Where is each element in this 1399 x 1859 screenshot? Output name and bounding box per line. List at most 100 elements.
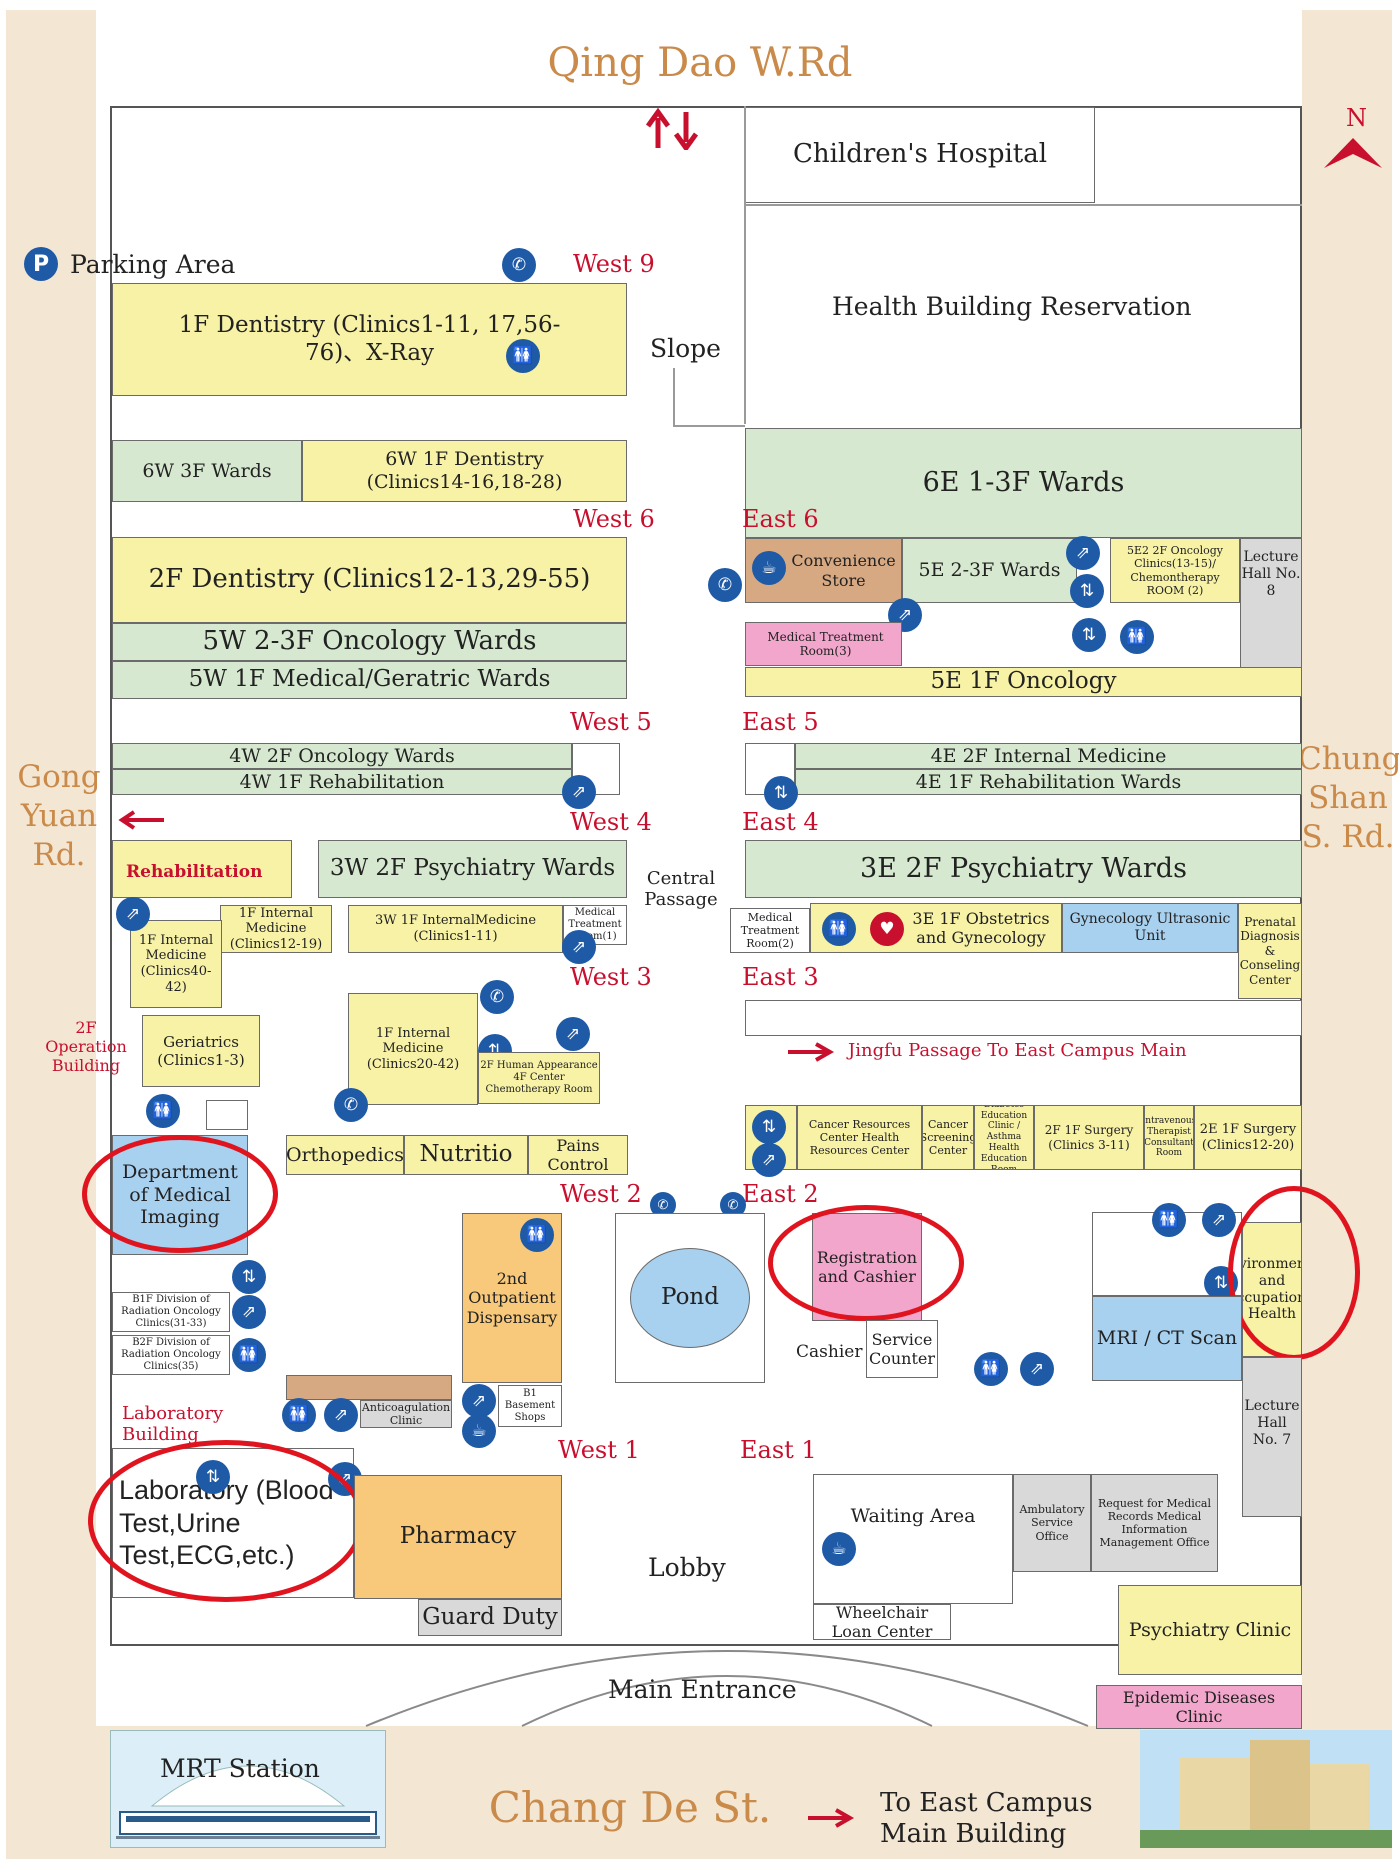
ward-5e-2-3f: 5E 2-3F Wards: [902, 538, 1077, 603]
gate-east-2: East 2: [742, 1180, 819, 1208]
internal-medicine-40-42: 1F Internal Medicine (Clinics40-42): [130, 920, 222, 1008]
gate-west-9: West 9: [573, 250, 655, 278]
ward-3w-2f: 3W 2F Psychiatry Wards: [318, 840, 627, 898]
slope-line: [673, 425, 745, 427]
escalator-icon: ⇗: [1066, 536, 1100, 570]
jingfu-arrow-icon: [788, 1042, 835, 1062]
cancer-resources-center: Cancer Resources Center Health Resources…: [797, 1105, 922, 1170]
phone-icon[interactable]: ✆: [502, 248, 536, 282]
escalator-icon: ⇗: [562, 930, 596, 964]
ward-5w-1f: 5W 1F Medical/Geratric Wards: [112, 661, 627, 699]
pond: Pond: [630, 1248, 750, 1348]
gate-east-4: East 4: [742, 808, 819, 836]
escalator-icon: ⇗: [1202, 1203, 1236, 1237]
building-outline: [744, 106, 746, 424]
gate-west-1: West 1: [558, 1436, 640, 1464]
gate-west-6: West 6: [573, 505, 655, 533]
gate-east-5: East 5: [742, 708, 819, 736]
empty-block: [745, 1000, 1302, 1036]
gate-west-2: West 2: [560, 1180, 642, 1208]
to-east-campus-label: To East Campus Main Building: [880, 1788, 1093, 1850]
guard-duty: Guard Duty: [418, 1599, 562, 1636]
medical-records-office: Request for Medical Records Medical Info…: [1091, 1474, 1218, 1572]
restroom-icon: 🚻: [822, 912, 856, 946]
road-west: Gong Yuan Rd.: [17, 759, 101, 873]
building-outline: [744, 204, 1302, 206]
cancer-screening-center: Cancer Screening Center: [922, 1105, 974, 1170]
ward-6w-1f-dentistry: 6W 1F Dentistry (Clinics14-16,18-28): [302, 440, 627, 502]
gate-west-5: West 5: [570, 708, 652, 736]
road-west-band: [6, 10, 96, 1859]
anticoagulation-clinic: Anticoagulation Clinic: [360, 1400, 452, 1428]
oncology-5e-1f: 5E 1F Oncology: [745, 667, 1302, 697]
dentistry-1f: 1F Dentistry (Clinics1-11, 17,56-76)、X-R…: [112, 283, 627, 396]
service-counter[interactable]: Service Counter: [866, 1320, 938, 1378]
west-exit-arrow-icon: [118, 810, 164, 830]
elevator-icon: ⇅: [1072, 618, 1106, 652]
escalator-icon: ⇗: [116, 897, 150, 931]
road-north: Qing Dao W.Rd: [547, 40, 853, 86]
escalator-icon: ⇗: [1020, 1352, 1054, 1386]
gate-east-6: East 6: [742, 505, 819, 533]
epidemic-diseases-clinic: Epidemic Diseases Clinic: [1096, 1685, 1302, 1729]
b1-basement-shops: B1 Basement Shops: [498, 1385, 562, 1427]
phone-icon[interactable]: ✆: [480, 980, 514, 1014]
lecture-hall-7: Lecture Hall No. 7: [1242, 1357, 1302, 1517]
central-passage-label: Central Passage: [644, 868, 718, 910]
highlight-ring-registration: [768, 1205, 964, 1321]
gate-east-1: East 1: [740, 1436, 817, 1464]
rehabilitation-block: [112, 840, 292, 898]
main-entrance-label: Main Entrance: [608, 1675, 797, 1704]
internal-medicine-12-19: 1F Internal Medicine (Clinics12-19): [220, 905, 332, 953]
escalator-icon: ⇗: [324, 1398, 358, 1432]
cashier-label: Cashier: [796, 1342, 863, 1362]
escalator-icon: ⇗: [462, 1384, 496, 1418]
geriatrics: Geriatrics (Clinics1-3): [142, 1015, 260, 1087]
main-entrance-arc: [365, 1650, 1089, 1727]
chemotherapy-room-4f: 2F Human Appearance 4F Center Chemothera…: [478, 1052, 600, 1104]
convenience-store[interactable]: Convenience Store: [745, 538, 902, 603]
childrens-hospital: Children's Hospital: [745, 107, 1095, 203]
ward-3e-2f: 3E 2F Psychiatry Wards: [745, 840, 1302, 898]
road-south: Chang De St.: [488, 1783, 772, 1832]
radiation-oncology-b1f: B1F Division of Radiation Oncology Clini…: [112, 1292, 230, 1332]
escalator-icon: ⇗: [562, 775, 596, 809]
restroom-icon: 🚻: [506, 339, 540, 373]
internal-medicine-20-42: 1F Internal Medicine (Clinics20-42): [348, 993, 478, 1105]
road-east: Chung Shan S. Rd.: [1298, 741, 1399, 855]
restroom-icon: 🚻: [282, 1398, 316, 1432]
prenatal-diagnosis-center: Prenatal Diagnosis & Conseling Center: [1238, 903, 1302, 999]
radiation-oncology-b2f: B2F Division of Radiation Oncology Clini…: [112, 1335, 230, 1375]
gate-west-3: West 3: [570, 963, 652, 991]
operation-building-label: 2F Operation Building: [45, 1018, 127, 1075]
mri-ct-scan[interactable]: MRI / CT Scan: [1092, 1296, 1242, 1381]
pains-control: Pains Control: [528, 1135, 628, 1175]
ward-4e-1f: 4E 1F Rehabilitation Wards: [795, 769, 1302, 795]
internal-medicine-3w-1f: 3W 1F InternalMedicine (Clinics1-11): [348, 905, 563, 953]
ward-4w-2f: 4W 2F Oncology Wards: [112, 743, 572, 769]
ward-5w-2-3f: 5W 2-3F Oncology Wards: [112, 623, 627, 661]
east-campus-building-icon: [1140, 1730, 1392, 1848]
highlight-ring-laboratory: [88, 1440, 364, 1602]
highlight-ring-environmental: [1228, 1186, 1360, 1360]
phone-icon[interactable]: ✆: [334, 1088, 368, 1122]
orthopedics: Orthopedics: [286, 1135, 404, 1175]
gynecology-ultrasonic-unit: Gynecology Ultrasonic Unit: [1062, 903, 1238, 953]
compass-label: N: [1346, 104, 1367, 132]
ambulatory-service-office: Ambulatory Service Office: [1013, 1474, 1091, 1572]
obstetrics-gynecology-3e-1f: 3E 1F Obstetrics and Gynecology: [810, 903, 1062, 953]
nursing-room-icon: ♥: [870, 912, 904, 946]
elevator-icon: ⇅: [752, 1110, 786, 1144]
slope-line: [673, 368, 675, 426]
surgery-12-20: 2E 1F Surgery (Clinics12-20): [1194, 1105, 1302, 1170]
laboratory-building-label: Laboratory Building: [122, 1403, 224, 1445]
phone-icon[interactable]: ✆: [708, 568, 742, 602]
lobby-label: Lobby: [648, 1553, 726, 1582]
road-east-band: [1302, 10, 1392, 1859]
pharmacy[interactable]: Pharmacy: [354, 1475, 562, 1599]
gate-east-3: East 3: [742, 963, 819, 991]
cafe-icon: ☕: [752, 551, 786, 585]
highlight-ring-imaging: [82, 1135, 278, 1253]
restroom-icon: 🚻: [974, 1352, 1008, 1386]
